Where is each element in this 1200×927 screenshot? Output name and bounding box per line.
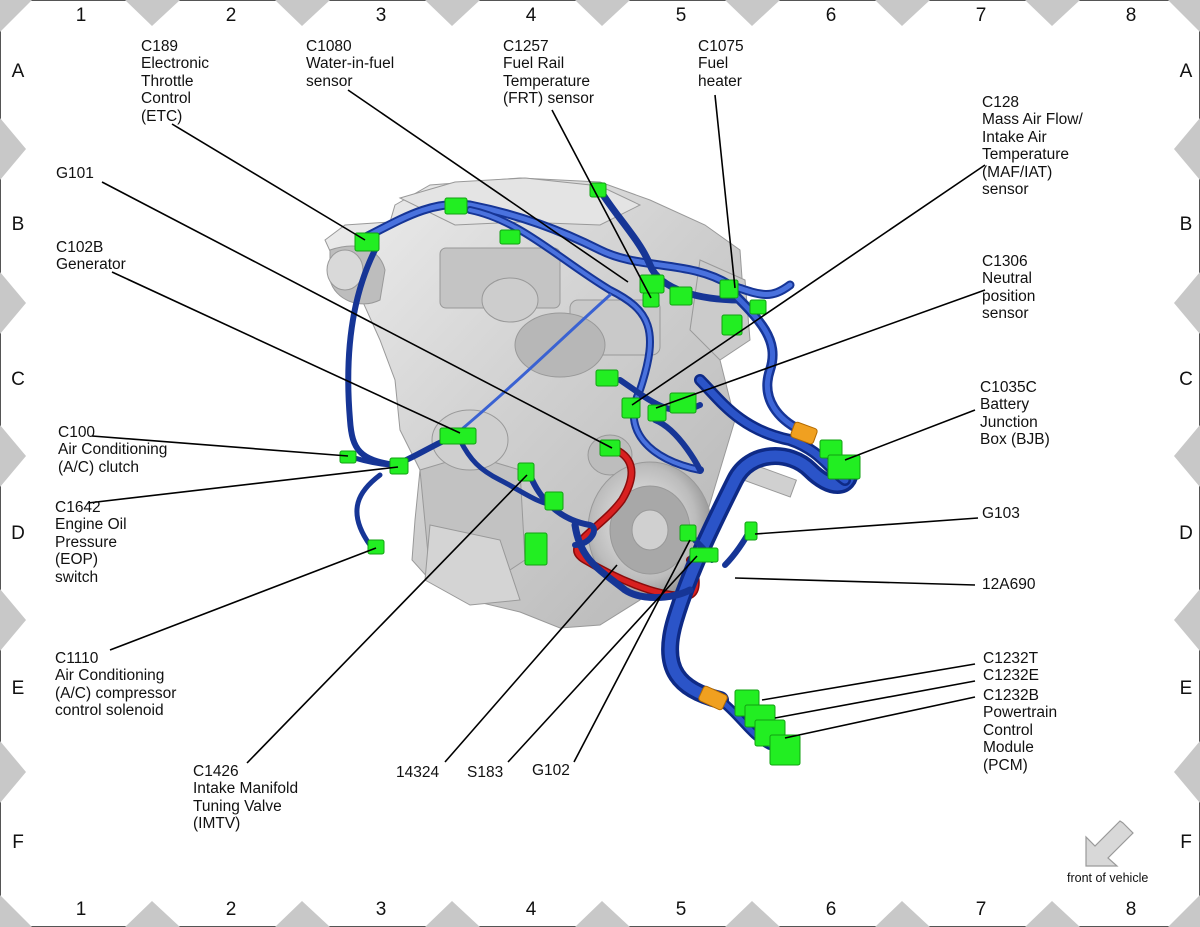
grid-col-5: 5 <box>675 899 687 920</box>
grid-row-c: C <box>1179 369 1193 390</box>
grid-col-3: 3 <box>375 899 387 920</box>
grid-col-6: 6 <box>825 899 837 920</box>
callout-c100: C100 Air Conditioning (A/C) clutch <box>58 424 168 476</box>
callout-s183: S183 <box>467 764 504 781</box>
grid-row-d: D <box>11 523 25 544</box>
grid-row-e: E <box>1179 678 1193 699</box>
callout-c102b: C102B Generator <box>56 239 126 274</box>
callout-c189: C189 Electronic Throttle Control (ETC) <box>141 38 210 125</box>
grid-col-6: 6 <box>825 5 837 26</box>
callout-c1232b: C1232B Powertrain Control Module (PCM) <box>983 687 1058 774</box>
wiring-harness <box>342 186 859 750</box>
front-of-vehicle-label: front of vehicle <box>1067 871 1149 885</box>
callout-c1257: C1257 Fuel Rail Temperature (FRT) sensor <box>503 38 595 108</box>
callout-14324: 14324 <box>396 764 440 781</box>
callout-g101: G101 <box>56 165 94 182</box>
grid-col-3: 3 <box>375 5 387 26</box>
callout-c128: C128 Mass Air Flow/ Intake Air Temperatu… <box>982 94 1083 199</box>
callout-c1232t: C1232T <box>983 650 1039 667</box>
grid-row-c: C <box>11 369 25 390</box>
grid-row-a: A <box>1179 61 1193 82</box>
callout-c1080: C1080 Water-in-fuel sensor <box>306 38 395 90</box>
grid-col-2: 2 <box>225 899 237 920</box>
callout-c1075: C1075 Fuel heater <box>698 38 744 90</box>
callout-c1426: C1426 Intake Manifold Tuning Valve (IMTV… <box>193 763 299 833</box>
grid-row-e: E <box>11 678 25 699</box>
grid-col-7: 7 <box>975 5 987 26</box>
grid-col-4: 4 <box>525 5 537 26</box>
callout-c1110: C1110 Air Conditioning (A/C) compressor … <box>55 650 177 720</box>
grid-col-1: 1 <box>75 5 87 26</box>
callout-c1232e: C1232E <box>983 667 1040 684</box>
grid-col-8: 8 <box>1125 5 1137 26</box>
grid-col-2: 2 <box>225 5 237 26</box>
grid-row-b: B <box>11 214 25 235</box>
grid-col-7: 7 <box>975 899 987 920</box>
callout-g102: G102 <box>532 762 570 779</box>
callout-12a690: 12A690 <box>982 576 1036 593</box>
callout-c1642: C1642 Engine Oil Pressure (EOP) switch <box>55 499 127 586</box>
orange-connectors <box>698 421 818 711</box>
grid-col-5: 5 <box>675 5 687 26</box>
grid-col-1: 1 <box>75 899 87 920</box>
front-of-vehicle-arrow-icon <box>1085 820 1134 867</box>
callout-g103: G103 <box>982 505 1020 522</box>
grid-col-4: 4 <box>525 899 537 920</box>
grid-row-d: D <box>1179 523 1193 544</box>
grid-col-8: 8 <box>1125 899 1137 920</box>
grid-row-f: F <box>12 832 24 853</box>
grid-row-a: A <box>11 61 25 82</box>
callout-c1035c: C1035C Battery Junction Box (BJB) <box>980 379 1050 449</box>
grid-row-b: B <box>1179 214 1193 235</box>
grid-row-f: F <box>1180 832 1192 853</box>
green-connectors <box>339 182 861 766</box>
callout-c1306: C1306 Neutral position sensor <box>982 253 1036 323</box>
leader-lines <box>87 89 986 764</box>
